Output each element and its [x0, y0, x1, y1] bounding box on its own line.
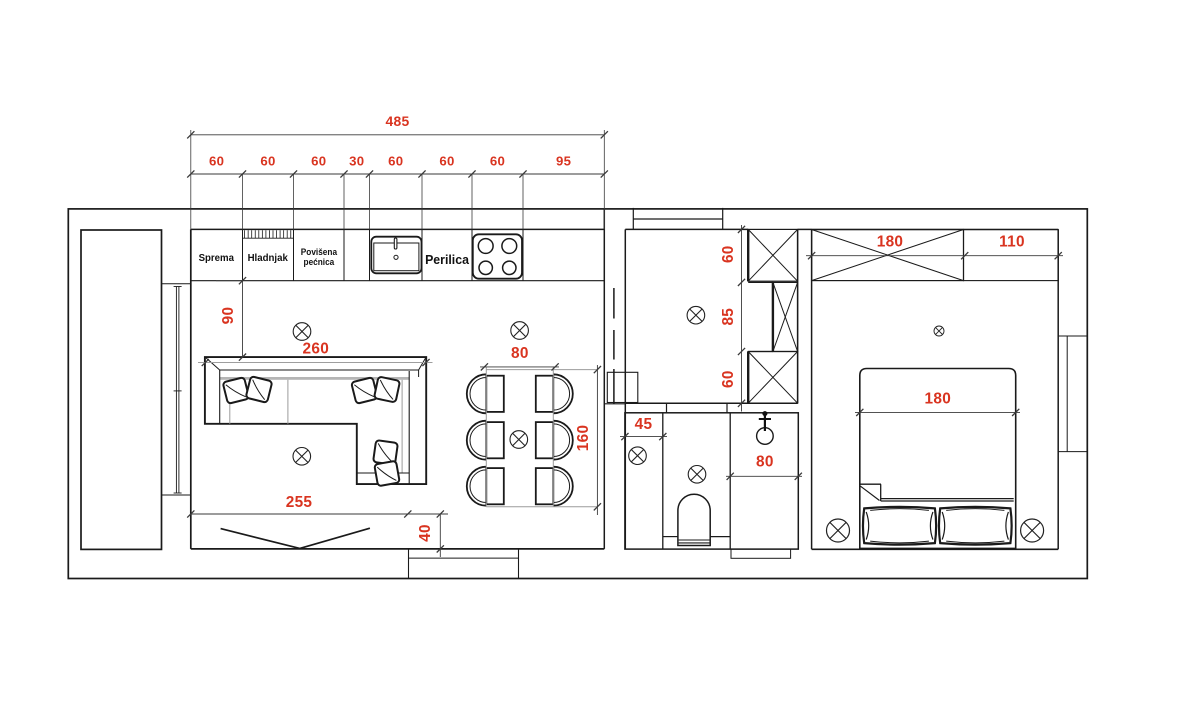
svg-text:Sprema: Sprema — [199, 252, 235, 263]
svg-text:60: 60 — [720, 370, 737, 388]
svg-text:90: 90 — [220, 307, 237, 325]
svg-text:60: 60 — [720, 245, 737, 263]
svg-text:Perilica: Perilica — [425, 253, 470, 267]
svg-text:110: 110 — [999, 234, 1025, 251]
svg-text:180: 180 — [877, 234, 904, 251]
svg-text:Hladnjak: Hladnjak — [248, 252, 289, 263]
svg-text:60: 60 — [388, 154, 403, 169]
svg-text:60: 60 — [260, 154, 275, 169]
svg-text:260: 260 — [303, 341, 330, 358]
svg-text:Povišena: Povišena — [301, 247, 337, 257]
svg-text:255: 255 — [286, 494, 313, 511]
svg-text:160: 160 — [575, 425, 592, 452]
svg-text:85: 85 — [720, 308, 737, 326]
svg-text:60: 60 — [490, 154, 505, 169]
svg-text:95: 95 — [556, 154, 571, 169]
svg-text:180: 180 — [925, 391, 952, 408]
svg-text:pećnica: pećnica — [304, 257, 335, 267]
svg-text:60: 60 — [311, 154, 326, 169]
svg-text:80: 80 — [756, 454, 774, 471]
svg-text:60: 60 — [439, 154, 454, 169]
svg-text:485: 485 — [385, 113, 409, 129]
svg-text:60: 60 — [209, 154, 224, 169]
svg-text:80: 80 — [511, 345, 529, 362]
svg-text:45: 45 — [635, 416, 653, 433]
svg-text:30: 30 — [349, 154, 364, 169]
svg-text:40: 40 — [417, 524, 434, 542]
